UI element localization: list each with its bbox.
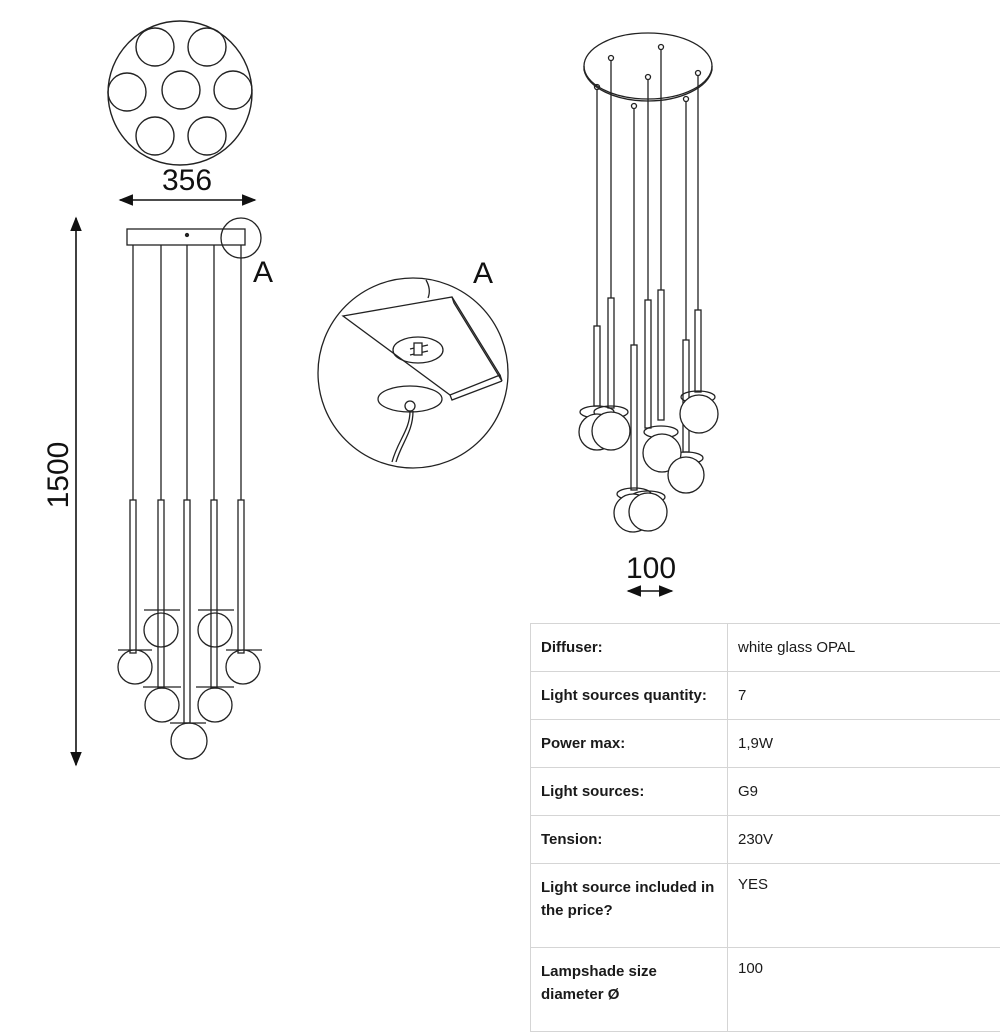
top-shade: [188, 28, 226, 66]
top-shade: [214, 71, 252, 109]
front-canopy: [127, 229, 245, 245]
detail-view-a: [318, 278, 508, 468]
spec-row-included: Light source included in the price? YES: [531, 864, 1000, 948]
spec-row-light-sources: Light sources: G9: [531, 768, 1000, 816]
spec-value: 1,9W: [728, 720, 1000, 768]
spec-row-quantity: Light sources quantity: 7: [531, 672, 1000, 720]
top-shade: [108, 73, 146, 111]
spec-row-diameter: Lampshade size diameter Ø 100: [531, 948, 1000, 1032]
top-shade: [136, 117, 174, 155]
height-dimension-text: 1500: [42, 442, 75, 509]
spec-label: Tension:: [531, 816, 728, 864]
top-shade: [162, 71, 200, 109]
spec-label: Power max:: [531, 720, 728, 768]
perspective-globe: [629, 493, 667, 531]
front-globe: [198, 613, 232, 647]
spec-label: Lampshade size diameter Ø: [531, 948, 728, 1032]
front-globe: [144, 613, 178, 647]
perspective-globe: [680, 395, 718, 433]
shade-dimension-text: 100: [626, 552, 676, 585]
front-globe: [171, 723, 207, 759]
perspective-globe: [668, 457, 704, 493]
front-globe: [198, 688, 232, 722]
spec-value: 230V: [728, 816, 1000, 864]
detail-marker-label: A: [253, 256, 273, 289]
front-view: [118, 218, 262, 759]
spec-value: 100: [728, 948, 1000, 1032]
spec-row-tension: Tension: 230V: [531, 816, 1000, 864]
top-shade: [136, 28, 174, 66]
perspective-globe: [592, 412, 630, 450]
spec-value: YES: [728, 864, 1000, 948]
spec-row-diffuser: Diffuser: white glass OPAL: [531, 624, 1000, 672]
width-dimension-text: 356: [162, 164, 212, 197]
top-shade: [188, 117, 226, 155]
spec-label: Light sources:: [531, 768, 728, 816]
perspective-view: [579, 33, 718, 532]
spec-label: Light sources quantity:: [531, 672, 728, 720]
spec-value: white glass OPAL: [728, 624, 1000, 672]
spec-table: Diffuser: white glass OPAL Light sources…: [530, 623, 1000, 1032]
spec-label: Diffuser:: [531, 624, 728, 672]
top-canopy-outline: [108, 21, 252, 165]
spec-value: G9: [728, 768, 1000, 816]
front-globe: [145, 688, 179, 722]
spec-label: Light source included in the price?: [531, 864, 728, 948]
spec-row-power: Power max: 1,9W: [531, 720, 1000, 768]
detail-circle: [318, 278, 508, 468]
front-globe: [118, 650, 152, 684]
detail-callout-label: A: [473, 257, 493, 290]
front-globe: [226, 650, 260, 684]
spec-value: 7: [728, 672, 1000, 720]
top-view: [108, 21, 252, 165]
